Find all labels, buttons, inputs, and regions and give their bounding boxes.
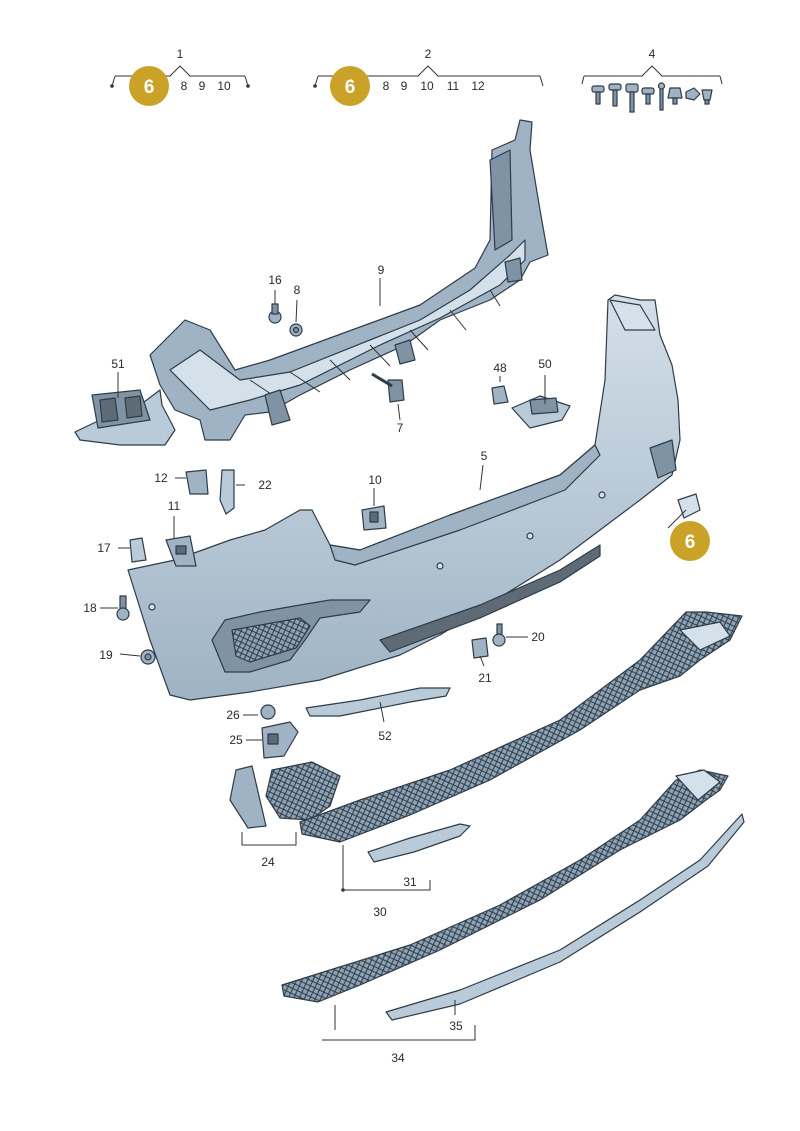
callout-19: 19 — [99, 648, 113, 662]
callout-9: 9 — [378, 263, 385, 277]
group-4-number: 4 — [649, 47, 656, 61]
callout-34: 34 — [391, 1051, 405, 1065]
part-22-guide[interactable] — [219, 469, 235, 515]
part-25-bracket[interactable] — [261, 721, 299, 759]
part-8-nut[interactable] — [289, 323, 303, 337]
group-1: 1 6 8 9 10 — [110, 47, 250, 106]
part-52-trim-strip[interactable] — [305, 687, 451, 717]
callout-7: 7 — [397, 421, 404, 435]
group-1-member: 10 — [217, 79, 231, 93]
part-16-clip[interactable] — [268, 303, 282, 324]
callout-52: 52 — [378, 729, 392, 743]
group-2-number: 2 — [425, 47, 432, 61]
callout-35: 35 — [449, 1019, 463, 1033]
part-17-clip[interactable] — [129, 537, 147, 563]
callout-10: 10 — [368, 473, 382, 487]
callout-8: 8 — [294, 283, 301, 297]
callout-badge-right[interactable]: 6 — [667, 493, 710, 561]
callout-badge-label: 6 — [144, 77, 155, 98]
callout-51: 51 — [111, 357, 125, 371]
part-5-bumper-cover[interactable] — [127, 294, 681, 701]
screw-icon — [591, 85, 605, 105]
callout-badge-label: 6 — [685, 532, 696, 553]
part-24-reflector-grille[interactable] — [229, 761, 341, 829]
part-35-lower-strip[interactable] — [385, 813, 745, 1021]
group-1-number: 1 — [177, 47, 184, 61]
part-20-screw[interactable] — [492, 623, 506, 647]
callout-30: 30 — [373, 905, 387, 919]
callout-25: 25 — [229, 733, 243, 747]
callout-31: 31 — [403, 875, 417, 889]
callout-21: 21 — [478, 671, 492, 685]
part-48-clip[interactable] — [491, 385, 509, 405]
part-10-clip[interactable] — [361, 505, 387, 531]
group-2-member: 10 — [420, 79, 434, 93]
part-19-grommet[interactable] — [140, 649, 156, 665]
callout-12: 12 — [154, 471, 168, 485]
callout-badge[interactable] — [330, 66, 370, 106]
callout-50: 50 — [538, 357, 552, 371]
part-21-clip[interactable] — [471, 637, 489, 659]
callout-5: 5 — [481, 449, 488, 463]
group-2-member: 9 — [401, 79, 408, 93]
callout-17: 17 — [97, 541, 111, 555]
part-18-screw[interactable] — [116, 595, 130, 621]
callout-20: 20 — [531, 630, 545, 644]
part-26-clip[interactable] — [260, 704, 276, 720]
part-30-diffuser[interactable] — [299, 611, 743, 843]
group-4-fasteners: 4 — [581, 47, 723, 113]
group-2-member: 12 — [471, 79, 485, 93]
callout-22: 22 — [258, 478, 272, 492]
callout-11: 11 — [168, 499, 181, 513]
group-2: 2 6 8 9 10 11 12 — [313, 47, 544, 106]
callout-badge[interactable] — [129, 66, 169, 106]
part-9-bumper-carrier[interactable] — [149, 119, 549, 441]
clip-icon — [701, 89, 713, 105]
callout-24: 24 — [261, 855, 275, 869]
part-51-side-guide[interactable] — [74, 389, 176, 446]
group-2-member: 11 — [447, 79, 460, 93]
part-34-lower-diffuser[interactable] — [281, 769, 729, 1003]
callout-badge-label: 6 — [345, 77, 356, 98]
callout-16: 16 — [268, 273, 282, 287]
nut-icon — [685, 87, 701, 101]
callout-26: 26 — [226, 708, 240, 722]
callout-18: 18 — [83, 601, 97, 615]
part-7-bracket[interactable] — [371, 372, 405, 403]
part-12-retainer[interactable] — [185, 469, 209, 495]
group-1-member: 8 — [181, 79, 188, 93]
group-1-member: 9 — [199, 79, 206, 93]
screw-icon — [641, 87, 655, 105]
part-11-holder[interactable] — [165, 535, 197, 567]
screw-icon — [608, 83, 622, 107]
clip-icon — [667, 87, 683, 105]
part-31-trim[interactable] — [367, 823, 471, 863]
group-2-member: 8 — [383, 79, 390, 93]
part-50-sensor-bracket[interactable] — [511, 395, 571, 429]
callout-48: 48 — [493, 361, 507, 375]
pin-icon — [657, 82, 666, 111]
bolt-icon — [625, 83, 639, 113]
